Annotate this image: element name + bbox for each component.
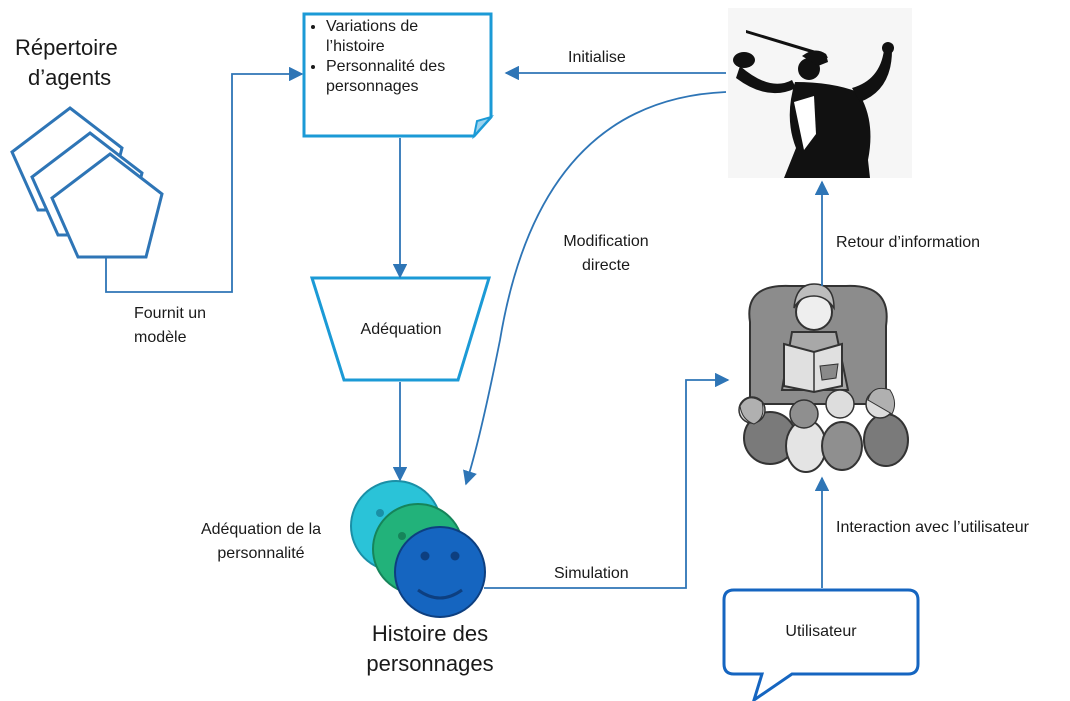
arrow-fournit-modele	[105, 66, 304, 293]
adequation-shape	[309, 276, 492, 382]
label-interaction-utilisateur: Interaction avec l’utilisateur	[836, 519, 1029, 536]
adequation-label: Adéquation	[360, 321, 442, 338]
note-item-variations: Variations de l’histoire	[326, 17, 480, 57]
arrow-simulation	[484, 372, 730, 589]
label-modification-line2: directe	[581, 257, 631, 274]
utilisateur-bubble	[722, 588, 920, 701]
label-fournit-line1: Fournit un	[134, 305, 207, 322]
agents-title-line1: Répertoire	[15, 35, 118, 60]
conductor-image	[728, 8, 912, 178]
histoire-line1: Histoire des	[371, 621, 489, 646]
agent-pentagons	[10, 106, 164, 259]
utilisateur-label: Utilisateur	[785, 623, 857, 640]
label-modification-line1: Modification	[563, 233, 649, 250]
label-fournit-line2: modèle	[134, 329, 187, 346]
story-note-box	[302, 12, 495, 140]
note-list: Variations de l’histoire Personnalité de…	[310, 17, 480, 97]
agents-title-line2: d’agents	[28, 65, 112, 90]
label-retour-information: Retour d’information	[836, 234, 981, 251]
face-blue	[394, 526, 486, 618]
storyteller-image	[738, 283, 909, 473]
personnalite-line1: Adéquation de la	[200, 521, 322, 538]
character-faces	[350, 480, 486, 618]
histoire-line2: personnages	[366, 651, 494, 676]
label-initialise: Initialise	[568, 49, 626, 66]
label-simulation: Simulation	[554, 565, 629, 582]
agent-pentagon-front	[50, 152, 164, 259]
personnalite-line2: personnalité	[217, 545, 305, 562]
arrow-modification-directe	[463, 91, 727, 486]
note-item-personnalite: Personnalité des personnages	[326, 57, 480, 97]
